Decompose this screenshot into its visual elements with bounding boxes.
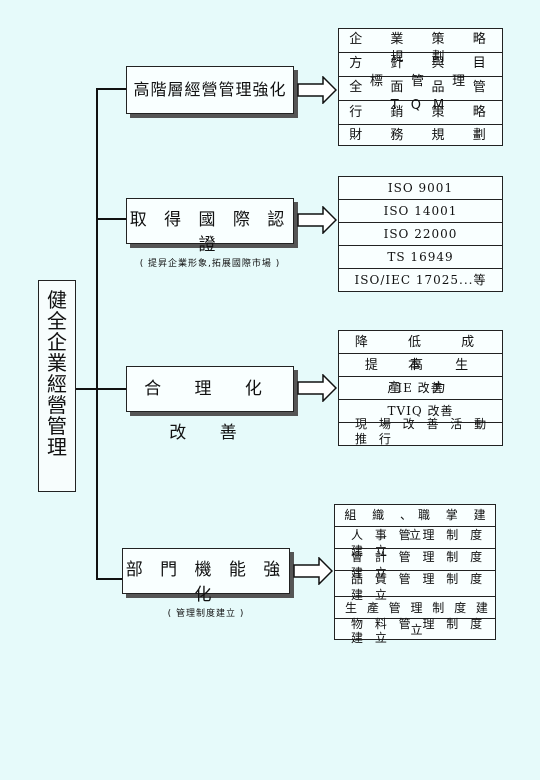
list-item: 提 高 生 產 力 [339,354,502,396]
list-item: 財 務 規 劃 [349,128,498,143]
list-item: 會 計 管 理 制 度 建 立 [335,549,495,580]
root-connector [74,388,98,390]
list-item: ISO 22000 [339,223,502,246]
list-item: ISO 9001 [339,177,502,200]
category-subtitle-2: ( 提昇企業形象,拓展國際市場 ) [139,259,281,269]
list-item: TS 16949 [339,246,502,269]
list-item: 全 面 品 管 TQM [339,77,502,113]
list-item: 人 事 管 理 制 度 建 立 [335,527,495,558]
list-item: 組 織 、職 掌 建 立 [335,505,495,542]
detail-table-3: 降 低 成 本 提 高 生 產 力 IE 改善 TVIQ 改善 現 場 改 善 … [338,330,503,446]
branch-line-2 [96,218,126,220]
trunk-line [96,88,98,580]
arrow-icon-3 [297,374,337,402]
detail-table-2: ISO 9001 ISO 14001 ISO 22000 TS 16949 IS… [338,176,503,292]
arrow-icon-2 [297,206,337,234]
category-title-1: 高階層經營管理強化 [133,80,287,99]
detail-table-4: 組 織 、職 掌 建 立 人 事 管 理 制 度 建 立 會 計 管 理 制 度… [334,504,496,645]
list-item: ISO/IEC 17025...等 [354,273,487,287]
root-label: 健全企業經營管理 [47,288,67,459]
category-title-2: 取 得 國 際 認 證 [129,210,291,255]
detail-table-1: 企 業 策 略 規 劃 方 針 與 目 標 管 理 全 面 品 管 TQM 行 … [338,28,503,146]
list-item: TVIQ 改善 [339,400,502,423]
arrow-icon-1 [297,76,337,104]
category-title-4: 部 門 機 能 強 化 [125,560,287,605]
branch-line-3 [96,388,126,390]
list-item: 物 料 管 理 制 度 建 立 [351,617,487,645]
list-item: 方 針 與 目 標 管 理 [339,53,502,89]
list-item: 現 場 改 善 活 動 推 行 [355,417,491,446]
category-box-3: 合 理 化 改 善 [126,366,294,443]
category-box-2: 取 得 國 際 認 證 ( 提昇企業形象,拓展國際市場 ) [126,198,294,269]
list-item: ISO 14001 [339,200,502,223]
list-item: 降 低 成 本 [339,331,502,373]
branch-line-4 [96,578,122,580]
list-item: IE 改善 [339,377,502,400]
category-box-1: 高階層經營管理強化 [126,66,294,114]
list-item: 企 業 策 略 規 劃 [339,29,502,65]
list-item: 品 質 管 理 制 度 建 立 [335,571,495,602]
category-subtitle-4: ( 管理制度建立 ) [167,609,245,619]
root-scroll [38,280,76,492]
branch-line-1 [96,88,126,90]
category-title-3: 合 理 化 改 善 [144,379,276,443]
arrow-icon-4 [293,557,333,585]
list-item: 生 產 管 理 制 度 建 立 [335,597,495,637]
list-item: 行 銷 策 略 [339,101,502,125]
category-box-4: 部 門 機 能 強 化 ( 管理制度建立 ) [122,548,290,619]
